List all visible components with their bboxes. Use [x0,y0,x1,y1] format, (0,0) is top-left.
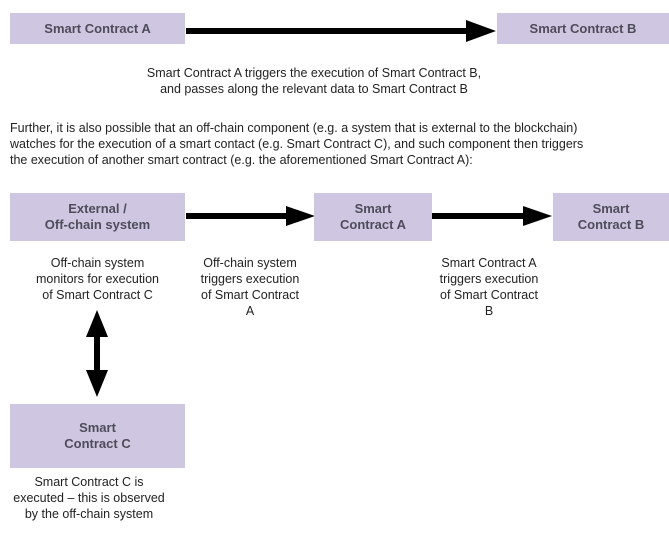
arrow-offchain-contract-c-bidirectional [86,310,108,397]
arrow-contract-a-to-b-bottom [432,206,552,226]
contract-a-label-bottom: Smart Contract A [340,201,406,232]
offchain-trigger-caption: Off-chain system triggers execution of S… [200,256,300,318]
contract-b-box-bottom: Smart Contract B [553,193,669,241]
arrow-contract-a-to-b-top [186,20,496,42]
contract-b-label-bottom: Smart Contract B [577,201,645,232]
contract-a-label-top: Smart Contract A [44,20,151,36]
contract-b-label-top: Smart Contract B [529,20,637,36]
contract-a-box-bottom: Smart Contract A [314,193,432,241]
explanation-paragraph: Further, it is also possible that an off… [10,121,584,167]
top-caption: Smart Contract A triggers the execution … [146,66,482,96]
contract-c-caption: Smart Contract C is executed – this is o… [13,475,165,521]
offchain-system-box: External / Off-chain system [10,193,185,241]
offchain-system-label: External / Off-chain system [44,201,151,232]
offchain-monitor-caption: Off-chain system monitors for execution … [36,256,159,302]
contract-a-box-top: Smart Contract A [10,13,185,44]
contract-c-label: Smart Contract C [64,420,131,451]
contract-c-box: Smart Contract C [10,404,185,468]
contract-b-box-top: Smart Contract B [497,13,669,44]
contract-a-trigger-caption: Smart Contract A triggers execution of S… [439,256,539,318]
arrow-offchain-to-contract-a [186,206,315,226]
